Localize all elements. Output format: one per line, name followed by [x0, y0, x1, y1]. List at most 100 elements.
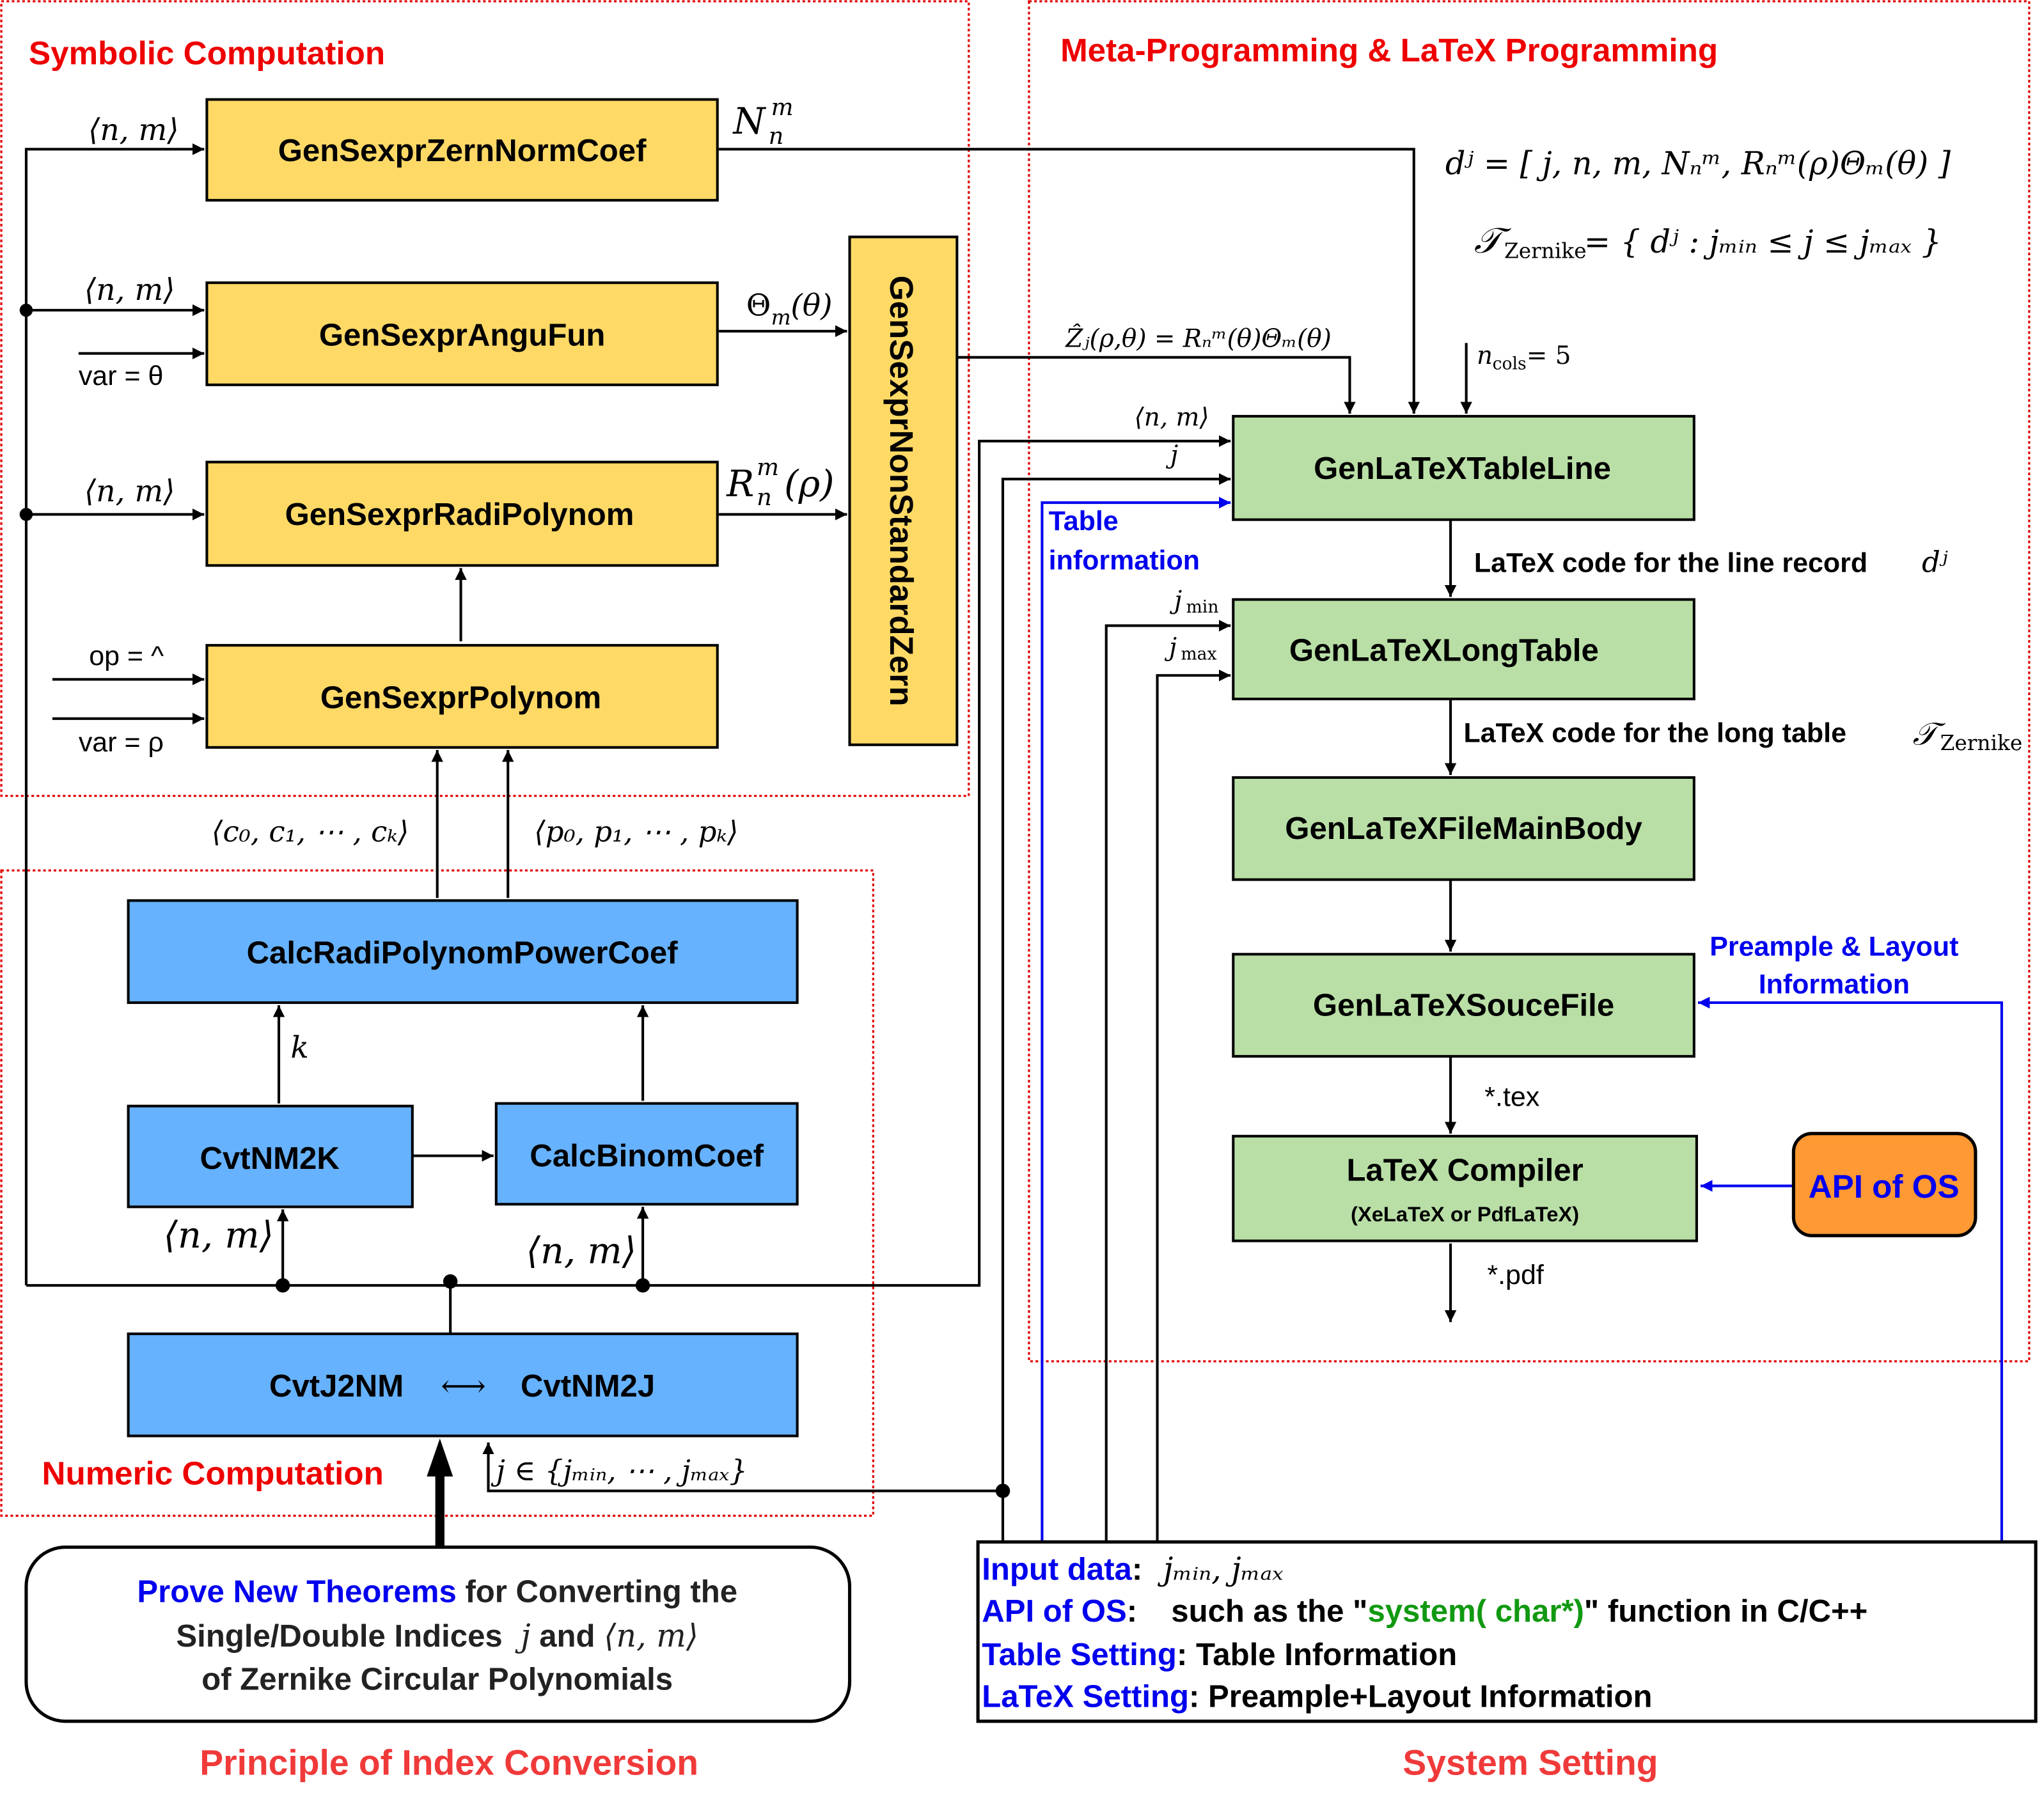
svg-text:LaTeX code for the line record: LaTeX code for the line record — [1474, 548, 1867, 579]
principle-highlight: Prove New Theorems — [137, 1575, 456, 1609]
system-row-table: Table Setting: Table Information — [982, 1638, 1457, 1672]
box-gen-latex-table-line[interactable]: GenLaTeXTableLine — [1232, 414, 1695, 521]
caption-system: System Setting — [1403, 1743, 1658, 1783]
arrow-double-icon: ⟷ — [441, 1367, 485, 1404]
label-nm: ⟨n, m⟩ — [1135, 403, 1209, 432]
label-j: j — [1165, 441, 1178, 470]
svg-text:j: j — [1169, 586, 1182, 615]
junction-dot — [635, 1278, 650, 1293]
svg-text:m: m — [771, 306, 791, 330]
box-sublabel: (XeLaTeX or PdfLaTeX) — [1351, 1202, 1579, 1226]
label-nm: ⟨n, m⟩ — [164, 1214, 274, 1257]
svg-text:Zernike: Zernike — [1940, 731, 2023, 755]
label-k: k — [290, 1030, 309, 1065]
box-label: LaTeX Compiler — [1346, 1153, 1583, 1187]
box-gen-sexpr-angu-fun[interactable]: GenSexprAnguFun — [205, 281, 719, 386]
label-nm: ⟨n, m⟩ — [84, 272, 175, 308]
svg-text:n: n — [1477, 341, 1493, 370]
box-label: GenLaTeXLongTable — [1289, 634, 1599, 668]
label-c-coefs: ⟨c₀, c₁, ⋯ , cₖ⟩ — [212, 815, 409, 849]
box-gen-sexpr-zern-norm-coef[interactable]: GenSexprZernNormCoef — [205, 98, 719, 202]
svg-text:n: n — [757, 483, 772, 511]
box-label: GenLaTeXSouceFile — [1313, 988, 1614, 1022]
junction-dot — [995, 1484, 1010, 1498]
principle-box: Prove New Theorems for Converting the Si… — [24, 1545, 852, 1723]
label-ncols: n cols = 5 — [1477, 341, 1571, 373]
box-calc-binom-coef[interactable]: CalcBinomCoef — [494, 1102, 799, 1206]
box-cvt-j2nm-nm2j[interactable]: CvtJ2NM ⟷ CvtNM2J — [127, 1332, 799, 1437]
system-row-latex: LaTeX Setting: Preample+Layout Informati… — [982, 1679, 1652, 1714]
formula-dj: dʲ = [ j, n, m, Nₙᵐ, Rₙᵐ(ρ)Θₘ(θ) ] — [1445, 145, 1951, 182]
label-long-table-code: LaTeX code for the long table 𝒯 Zernike — [1464, 716, 2023, 755]
svg-text:Zernike: Zernike — [1504, 239, 1587, 263]
svg-text:LaTeX code for the long table: LaTeX code for the long table — [1464, 718, 1846, 749]
principle-line3: of Zernike Circular Polynomials — [201, 1663, 673, 1697]
label-var-rho: var = ρ — [79, 727, 164, 758]
numeric-wires — [26, 435, 1231, 1542]
label-zhat: Ẑⱼ(ρ,θ) = Rₙᵐ(θ)Θₘ(θ) — [1065, 323, 1332, 353]
label-table-info-1: Table — [1049, 506, 1119, 536]
label-line-record: LaTeX code for the line record dʲ — [1474, 545, 1948, 579]
svg-text:(ρ): (ρ) — [784, 462, 834, 505]
svg-text:m: m — [757, 453, 779, 481]
box-api-of-os[interactable]: API of OS — [1791, 1132, 1977, 1237]
svg-text:j: j — [1164, 634, 1177, 662]
formula-t-zernike: 𝒯 Zernike = { dʲ : jₘᵢₙ ≤ j ≤ jₘₐₓ } — [1474, 221, 1942, 263]
label-jmin: j min — [1169, 586, 1218, 617]
box-gen-latex-file-main-body[interactable]: GenLaTeXFileMainBody — [1232, 776, 1695, 881]
label-R-nm-rho: R m n (ρ) — [726, 453, 834, 511]
label-nm: ⟨n, m⟩ — [88, 113, 179, 148]
region-meta — [1028, 0, 2031, 1363]
box-label: GenSexprRadiPolynom — [285, 497, 634, 532]
label-preample-2: Information — [1759, 969, 1910, 1000]
region-title-meta: Meta-Programming & LaTeX Programming — [1060, 32, 1718, 68]
junction-dot — [19, 508, 33, 521]
box-label: CvtNM2K — [200, 1141, 340, 1176]
box-label: API of OS — [1809, 1168, 1960, 1205]
box-latex-compiler[interactable]: LaTeX Compiler (XeLaTeX or PdfLaTeX) — [1232, 1134, 1698, 1242]
region-symbolic — [0, 0, 970, 797]
box-calc-radi-polynom-power-coef[interactable]: CalcRadiPolynomPowerCoef — [127, 899, 799, 1005]
region-title-numeric: Numeric Computation — [42, 1455, 384, 1491]
label-jmax: j max — [1164, 634, 1217, 664]
symbolic-wires — [24, 143, 1472, 1286]
svg-text:m: m — [771, 93, 794, 121]
label-N-nm: N m n — [732, 93, 793, 150]
system-row-api: API of OS:such as the "system( char*)" f… — [982, 1594, 1867, 1629]
label-preample-1: Preample & Layout — [1710, 931, 1958, 962]
box-gen-sexpr-non-standard-zern[interactable]: GenSexprNonStandardZern — [848, 235, 959, 746]
svg-text:Θ: Θ — [746, 288, 771, 323]
junction-dot — [19, 303, 33, 317]
box-label: GenSexprZernNormCoef — [278, 134, 647, 168]
box-gen-latex-source-file[interactable]: GenLaTeXSouceFile — [1232, 953, 1695, 1058]
box-label: CalcRadiPolynomPowerCoef — [247, 936, 679, 971]
label-p-coefs: ⟨p₀, p₁, ⋯ , pₖ⟩ — [534, 815, 738, 849]
svg-text:N: N — [732, 100, 766, 143]
svg-text:= 5: = 5 — [1527, 341, 1571, 370]
label-tex: *.tex — [1484, 1082, 1539, 1113]
box-gen-latex-long-table[interactable]: GenLaTeXLongTable — [1232, 598, 1695, 701]
system-row-input: Input data:jₘᵢₙ, jₘₐₓ — [982, 1551, 1283, 1588]
label-j-range: j ∈ {jₘᵢₙ, ⋯ , jₘₐₓ} — [491, 1453, 748, 1487]
thick-arrow-head — [427, 1438, 453, 1477]
box-cvt-nm2k[interactable]: CvtNM2K — [127, 1104, 414, 1209]
latex-wires — [1105, 519, 1457, 1542]
info-wires — [1041, 496, 2003, 1542]
svg-text:R: R — [726, 462, 754, 505]
svg-text:cols: cols — [1493, 354, 1527, 373]
svg-text:min: min — [1186, 597, 1219, 617]
box-label: GenSexprPolynom — [320, 680, 601, 715]
junction-dot — [275, 1278, 290, 1293]
label-theta-m: Θ m (θ) — [746, 288, 833, 329]
svg-text:Prove New Theorems for Convert: Prove New Theorems for Converting the — [137, 1575, 737, 1609]
box-label: GenSexprAnguFun — [319, 318, 605, 352]
svg-text:(θ): (θ) — [790, 288, 832, 323]
box-gen-sexpr-radi-polynom[interactable]: GenSexprRadiPolynom — [205, 460, 719, 567]
box-label: GenLaTeXFileMainBody — [1285, 811, 1642, 846]
system-setting-box: Input data:jₘᵢₙ, jₘₐₓ API of OS:such as … — [976, 1540, 2038, 1723]
label-table-info-2: information — [1049, 545, 1200, 575]
box-gen-sexpr-polynom[interactable]: GenSexprPolynom — [205, 644, 719, 749]
svg-text:dʲ: dʲ — [1922, 545, 1948, 579]
